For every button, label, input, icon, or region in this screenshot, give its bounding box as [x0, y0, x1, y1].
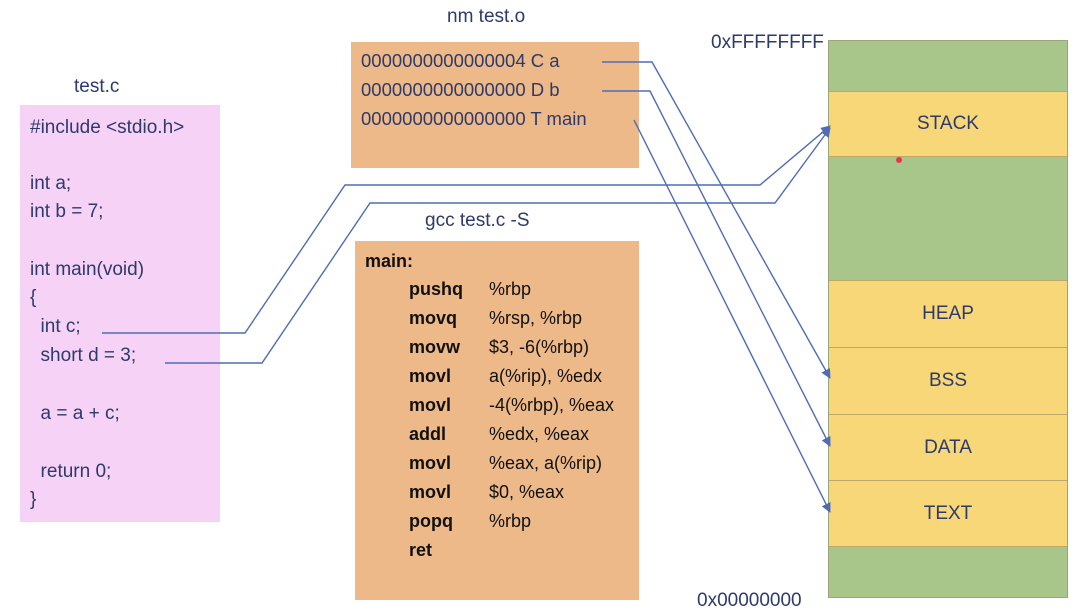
memory-top-address: 0xFFFFFFFF: [711, 32, 824, 53]
nm-symbol-main: 0000000000000000 T main: [361, 108, 587, 129]
memory-segment-free: [828, 156, 1068, 280]
asm-operands: %edx, %eax: [489, 424, 590, 444]
source-line: int c;: [30, 316, 81, 337]
asm-main-label: main:: [365, 251, 414, 271]
memory-segment-top-unused: [828, 40, 1068, 91]
nm-symbol-a: 0000000000000004 C a: [361, 50, 560, 71]
assembly-box: main: pushq %rbp movq %rsp, %rbp movw $3, -…: [355, 241, 639, 600]
source-line: #include <stdio.h>: [30, 117, 185, 138]
asm-instruction: movl a(%rip), %edx: [409, 366, 602, 387]
source-line: short d = 3;: [30, 345, 137, 366]
memory-segment-bss: BSS: [828, 347, 1068, 414]
memory-segment-stack: STACK: [828, 91, 1068, 156]
cursor-dot: [896, 157, 902, 163]
asm-opcode: pushq: [409, 279, 463, 299]
source-code-box: #include <stdio.h> int a; int b = 7; int…: [20, 105, 220, 522]
asm-instruction: movq %rsp, %rbp: [409, 308, 582, 329]
asm-instruction: popq %rbp: [409, 511, 531, 532]
asm-operands: %eax, a(%rip): [489, 453, 603, 473]
asm-title: gcc test.c -S: [425, 210, 530, 231]
asm-operands: $0, %eax: [489, 482, 565, 502]
asm-opcode: movl: [409, 366, 452, 386]
source-line: return 0;: [30, 461, 112, 482]
memory-segment-text: TEXT: [828, 480, 1068, 546]
asm-instruction: movw $3, -6(%rbp): [409, 337, 589, 358]
memory-bottom-address: 0x00000000: [697, 590, 802, 611]
asm-opcode: movw: [409, 337, 461, 357]
asm-operands: %rbp: [489, 511, 532, 531]
source-line: {: [30, 287, 37, 308]
source-line: int a;: [30, 173, 72, 194]
asm-opcode: movl: [409, 482, 452, 502]
asm-instruction: movl $0, %eax: [409, 482, 564, 503]
asm-instruction: movl %eax, a(%rip): [409, 453, 602, 474]
asm-opcode: movq: [409, 308, 458, 328]
asm-instruction: movl -4(%rbp), %eax: [409, 395, 614, 416]
asm-operands: %rsp, %rbp: [489, 308, 583, 328]
asm-opcode: addl: [409, 424, 447, 444]
asm-opcode: ret: [409, 540, 433, 560]
memory-segment-bottom-unused: [828, 546, 1068, 598]
asm-operands: a(%rip), %edx: [489, 366, 603, 386]
asm-instruction: addl %edx, %eax: [409, 424, 589, 445]
asm-opcode: movl: [409, 395, 452, 415]
nm-symbol-b: 0000000000000000 D b: [361, 79, 560, 100]
source-line: }: [30, 489, 37, 510]
source-line: int b = 7;: [30, 201, 104, 222]
arrow-symbol-main-to-text: [633, 119, 831, 513]
asm-instruction: ret: [409, 540, 489, 561]
asm-instruction: pushq %rbp: [409, 279, 531, 300]
asm-operands: $3, -6(%rbp): [489, 337, 590, 357]
memory-segment-heap: HEAP: [828, 280, 1068, 347]
source-title: test.c: [74, 76, 120, 97]
source-line: a = a + c;: [30, 403, 120, 424]
asm-opcode: movl: [409, 453, 452, 473]
asm-operands: %rbp: [489, 279, 532, 299]
asm-operands: -4(%rbp), %eax: [489, 395, 615, 415]
nm-output-box: 0000000000000004 C a 0000000000000000 D …: [351, 42, 639, 168]
memory-layout: STACK HEAP BSS DATA TEXT: [828, 40, 1068, 598]
nm-title: nm test.o: [447, 6, 526, 27]
source-line: int main(void): [30, 259, 145, 280]
memory-segment-data: DATA: [828, 414, 1068, 480]
asm-opcode: popq: [409, 511, 453, 531]
